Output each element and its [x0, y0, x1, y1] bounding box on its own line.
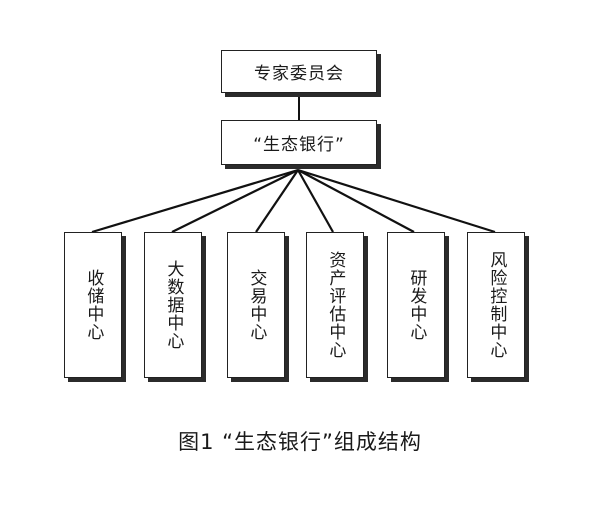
leaf-node-trading: 交易中心	[227, 232, 285, 378]
leaf-label: 收储中心	[83, 269, 104, 341]
eco-bank-label: “生态银行”	[253, 135, 345, 155]
leaf-label: 大数据中心	[163, 260, 184, 350]
leaf-label: 研发中心	[406, 269, 427, 341]
eco-bank-node: “生态银行”	[221, 120, 377, 165]
connector-leaf-6	[297, 168, 496, 234]
connector-leaf-5	[297, 169, 415, 233]
leaf-label: 资产评估中心	[325, 251, 346, 359]
leaf-node-big-data: 大数据中心	[144, 232, 202, 378]
expert-committee-label: 专家委员会	[254, 64, 344, 84]
leaf-node-asset-valuation: 资产评估中心	[306, 232, 364, 378]
connector-leaf-1	[91, 168, 299, 234]
leaf-label: 风险控制中心	[486, 251, 507, 359]
figure-caption: 图1 “生态银行”组成结构	[178, 430, 422, 454]
connector-leaf-2	[171, 169, 299, 233]
leaf-node-risk-control: 风险控制中心	[467, 232, 525, 378]
connector-leaf-4	[297, 169, 334, 233]
leaf-node-rnd: 研发中心	[387, 232, 445, 378]
expert-committee-node: 专家委员会	[221, 50, 377, 93]
connector-leaf-3	[255, 169, 299, 233]
leaf-label: 交易中心	[246, 269, 267, 341]
leaf-node-storage: 收储中心	[64, 232, 122, 378]
